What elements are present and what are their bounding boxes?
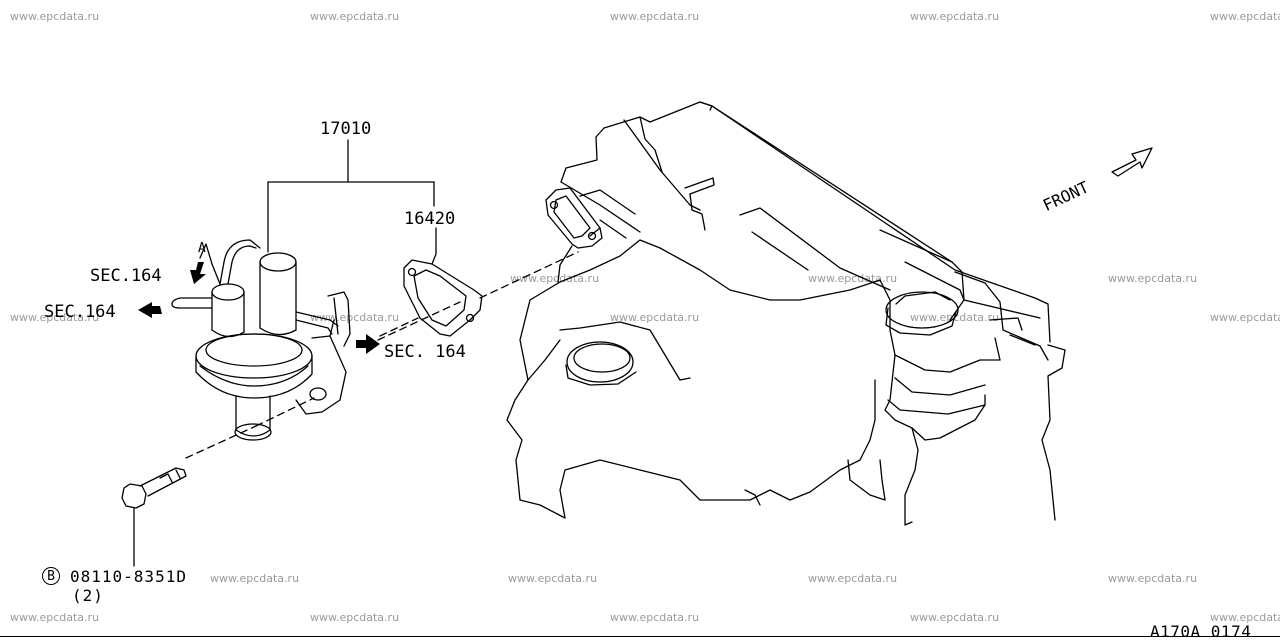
watermark-text: www.epcdata.ru [508, 572, 598, 585]
section-ref-right: SEC. 164 [384, 342, 466, 362]
callout-lines [267, 139, 437, 253]
watermark-text: www.epcdata.ru [10, 311, 100, 324]
watermark-text: www.epcdata.ru [1210, 611, 1280, 624]
section-ref-left: SEC.164 [44, 302, 116, 322]
bolt-drawing [121, 467, 187, 567]
engine-block-drawing [506, 101, 1066, 526]
watermark-text: www.epcdata.ru [808, 572, 898, 585]
watermark-text: www.epcdata.ru [910, 10, 1000, 23]
alignment-dashes [185, 251, 579, 459]
bolt-part-code: 08110-8351D [70, 567, 187, 586]
bottom-border [0, 636, 1280, 641]
watermark-text: www.epcdata.ru [310, 611, 400, 624]
watermark-text: www.epcdata.ru [1210, 311, 1280, 324]
flow-arrows [138, 262, 380, 354]
watermark-text: www.epcdata.ru [1108, 272, 1198, 285]
watermark-text: www.epcdata.ru [1108, 572, 1198, 585]
watermark-text: www.epcdata.ru [310, 10, 400, 23]
part-number-16420: 16420 [404, 209, 456, 229]
watermark-text: www.epcdata.ru [1210, 10, 1280, 23]
watermark-text: www.epcdata.ru [10, 611, 100, 624]
bolt-quantity: (2) [72, 586, 104, 605]
watermark-text: www.epcdata.ru [610, 10, 700, 23]
watermark-text: www.epcdata.ru [210, 572, 300, 585]
front-arrow-icon [1111, 147, 1153, 177]
watermark-text: www.epcdata.ru [310, 311, 400, 324]
arrow-a-indicator [199, 243, 221, 285]
section-ref-top: SEC.164 [90, 266, 162, 286]
watermark-text: www.epcdata.ru [610, 611, 700, 624]
watermark-text: www.epcdata.ru [10, 10, 100, 23]
fuel-pump-drawing [171, 239, 351, 441]
bolt-symbol-b: B [42, 567, 60, 585]
part-number-17010: 17010 [320, 119, 372, 139]
gasket-drawing [403, 249, 483, 337]
watermark-text: www.epcdata.ru [610, 311, 700, 324]
arrow-a-label: A [198, 241, 206, 256]
watermark-text: www.epcdata.ru [910, 611, 1000, 624]
